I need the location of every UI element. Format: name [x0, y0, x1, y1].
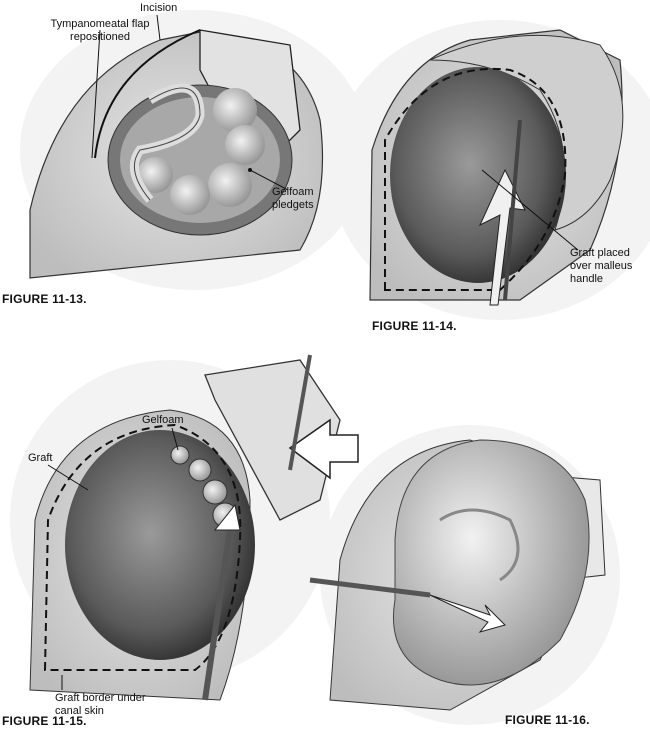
label-graft-border: Graft border under canal skin: [55, 692, 146, 717]
label-graft: Graft: [28, 452, 53, 464]
label-gelfoam: Gelfoam: [142, 414, 184, 426]
label-flap-repositioned: Tympanomeatal flap repositioned: [50, 18, 150, 43]
label-gelfoam-pledgets: Gelfoam pledgets: [272, 186, 314, 211]
label-graft-placed: Graft placed over malleus handle: [570, 247, 633, 285]
figure-11-15-drawing: [10, 354, 359, 701]
figure-caption-11-16: FIGURE 11-16.: [505, 713, 590, 727]
figure-11-13-drawing: [20, 10, 370, 290]
label-incision: Incision: [140, 2, 178, 14]
figure-caption-11-13: FIGURE 11-13.: [2, 292, 87, 306]
figure-caption-11-15: FIGURE 11-15.: [2, 714, 87, 728]
figure-caption-11-14: FIGURE 11-14.: [372, 319, 457, 333]
figure-11-16-drawing: [309, 425, 620, 725]
figure-11-14-drawing: [330, 20, 650, 320]
